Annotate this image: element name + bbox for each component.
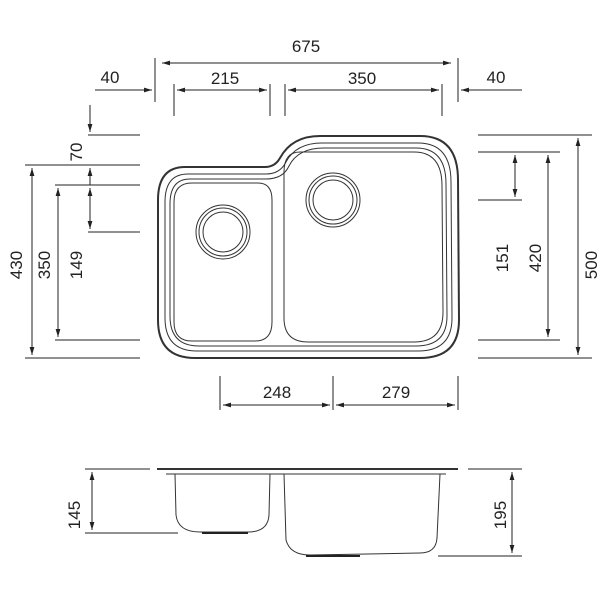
dim-151: 151 [493,244,512,272]
side-large-bowl [283,473,441,556]
sink-side-view: 145 195 [65,468,522,557]
small-bowl [173,182,273,342]
dim-500: 500 [582,251,600,279]
dim-248: 248 [263,383,291,402]
top-dimensions: 675 40 40 215 350 [95,37,522,116]
dim-279: 279 [382,383,410,402]
dim-40-left: 40 [101,68,120,87]
dim-195: 195 [491,501,510,529]
large-bowl [283,151,444,343]
dim-675: 675 [292,37,320,56]
dim-420: 420 [526,244,545,272]
side-small-bowl [174,473,271,533]
dim-430: 430 [7,251,26,279]
dim-145: 145 [65,501,84,529]
dim-215: 215 [211,69,239,88]
left-dimensions: 430 350 149 70 [7,105,140,359]
dim-70: 70 [67,143,86,162]
large-drain [305,172,361,228]
dim-350-depth: 350 [35,251,54,279]
dim-149: 149 [67,251,86,279]
dim-350-width: 350 [348,69,376,88]
small-drain [195,204,251,260]
dim-40-right: 40 [487,68,506,87]
sink-top-view [157,135,461,359]
bottom-dimensions: 248 279 [219,376,459,410]
right-dimensions: 500 420 151 [478,134,600,359]
